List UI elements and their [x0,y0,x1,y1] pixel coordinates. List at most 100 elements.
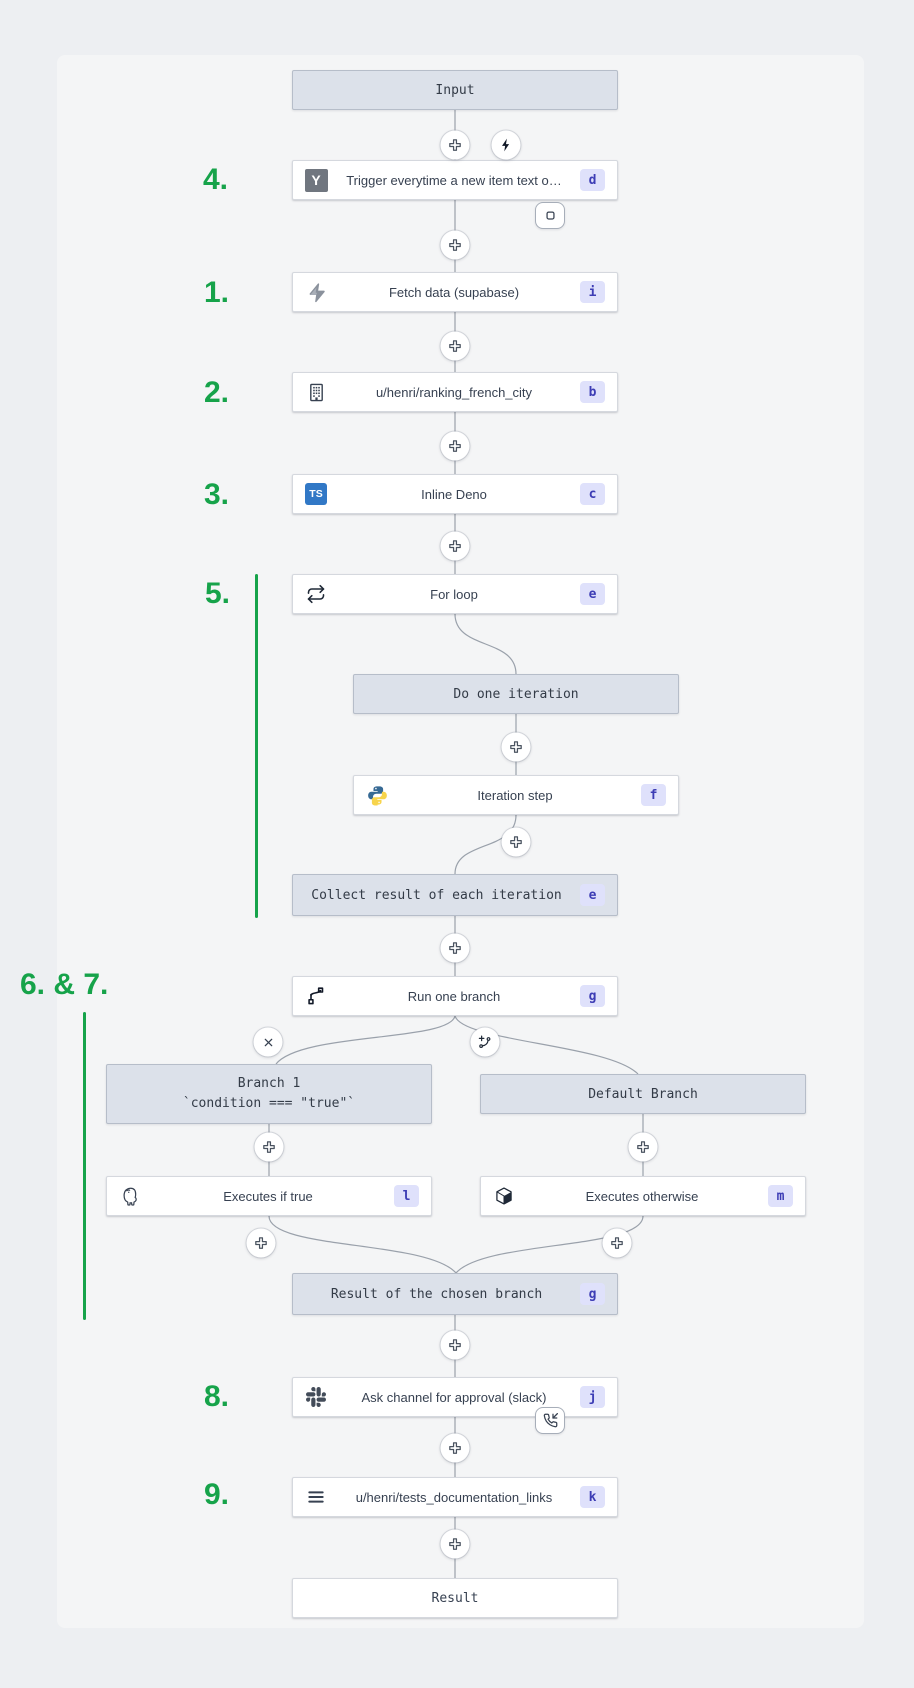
result-of-chosen-branch-node[interactable]: Result of the chosen branch g [292,1273,618,1315]
early-stop-indicator[interactable] [535,202,565,229]
postgresql-icon [118,1184,142,1208]
add-branch-icon [478,1035,491,1049]
plus-icon [510,836,522,848]
fetch-data-label: Fetch data (supabase) [388,284,520,300]
add-step-button[interactable] [440,331,470,361]
do-one-iteration-label: Do one iteration [453,686,579,702]
flow-input-node[interactable]: Input [292,70,618,110]
step-id-badge: i [580,281,605,303]
step-id-badge: g [580,985,605,1007]
plus-icon [449,540,461,552]
step-id-badge: e [580,583,605,605]
ranking-french-city-node[interactable]: u/henri/ranking_french_city b [292,372,618,412]
annotation-step8: 8. [204,1380,230,1413]
plus-icon [449,139,461,151]
add-step-button[interactable] [254,1132,284,1162]
annotation-step5: 5. [205,577,231,610]
branch1-title: Branch 1 [237,1076,301,1092]
tests-documentation-label: u/henri/tests_documentation_links [355,1489,553,1505]
do-one-iteration-node[interactable]: Do one iteration [353,674,679,714]
inline-deno-node[interactable]: TS Inline Deno c [292,474,618,514]
annotation-line-step5 [255,574,258,918]
iteration-step-node[interactable]: Iteration step f [353,775,679,815]
add-step-button[interactable] [440,230,470,260]
annotation-line-step67 [83,1012,86,1320]
flow-result-node[interactable]: Result [292,1578,618,1618]
ask-approval-slack-node[interactable]: Ask channel for approval (slack) j [292,1377,618,1417]
suspend-approval-indicator[interactable] [535,1407,565,1434]
plus-icon [449,340,461,352]
add-step-button[interactable] [440,933,470,963]
add-step-button[interactable] [440,1529,470,1559]
step-id-badge: l [394,1185,419,1207]
add-step-button[interactable] [440,531,470,561]
add-step-button[interactable] [628,1132,658,1162]
iteration-step-label: Iteration step [477,787,553,803]
add-step-button[interactable] [501,827,531,857]
stop-square-icon [545,211,555,220]
lightning-icon [502,138,510,152]
trigger-node[interactable]: Y Trigger everytime a new item text o… d [292,160,618,200]
result-of-chosen-branch-label: Result of the chosen branch [330,1286,543,1302]
add-step-button[interactable] [440,1433,470,1463]
annotation-step1: 1. [204,276,230,309]
ranking-french-city-label: u/henri/ranking_french_city [375,384,533,400]
run-one-branch-node[interactable]: Run one branch g [292,976,618,1016]
graph-panel [57,55,864,1628]
run-one-branch-label: Run one branch [407,988,501,1004]
add-step-button[interactable] [440,130,470,160]
step-id-badge: b [580,381,605,403]
cube-icon [492,1184,516,1208]
branch1-header-node[interactable]: Branch 1 `condition === "true"` [106,1064,432,1124]
plus-icon [637,1141,649,1153]
add-step-button[interactable] [501,732,531,762]
collect-result-label: Collect result of each iteration [311,887,562,903]
flow-result-label: Result [431,1590,479,1606]
plus-icon [510,741,522,753]
annotation-step9: 9. [204,1478,230,1511]
flow-input-label: Input [435,82,475,98]
add-step-button[interactable] [246,1228,276,1258]
add-trigger-button[interactable] [491,130,521,160]
ask-approval-slack-label: Ask channel for approval (slack) [361,1389,547,1405]
trigger-node-label: Trigger everytime a new item text o… [346,172,562,188]
step-id-badge: g [580,1283,605,1305]
plus-icon [255,1237,267,1249]
branch1-condition: `condition === "true"` [182,1095,356,1111]
executes-otherwise-label: Executes otherwise [585,1188,699,1204]
tests-documentation-node[interactable]: u/henri/tests_documentation_links k [292,1477,618,1517]
annotation-step2: 2. [204,376,230,409]
default-branch-header-node[interactable]: Default Branch [480,1074,806,1114]
step-id-badge: d [580,169,605,191]
remove-branch-button[interactable] [253,1027,283,1057]
add-branch-button[interactable] [470,1027,500,1057]
plus-icon [449,1538,461,1550]
git-branch-icon [304,984,328,1008]
plus-icon [449,239,461,251]
collect-result-node[interactable]: Collect result of each iteration e [292,874,618,916]
add-step-button[interactable] [440,1330,470,1360]
plus-icon [449,1442,461,1454]
add-step-button[interactable] [602,1228,632,1258]
executes-if-true-node[interactable]: Executes if true l [106,1176,432,1216]
for-loop-node[interactable]: For loop e [292,574,618,614]
executes-otherwise-node[interactable]: Executes otherwise m [480,1176,806,1216]
step-id-badge: m [768,1185,793,1207]
step-id-badge: f [641,784,666,806]
slack-icon [304,1385,328,1409]
step-id-badge: e [580,884,605,906]
typescript-icon: TS [304,482,328,506]
annotation-step4: 4. [203,163,229,196]
plus-icon [449,440,461,452]
plus-icon [449,1339,461,1351]
hackernews-icon: Y [304,168,328,192]
step-id-badge: c [580,483,605,505]
python-icon [365,783,389,807]
default-branch-label: Default Branch [588,1086,698,1102]
add-step-button[interactable] [440,431,470,461]
close-icon [264,1038,272,1046]
fetch-data-node[interactable]: Fetch data (supabase) i [292,272,618,312]
annotation-step3: 3. [204,478,230,511]
